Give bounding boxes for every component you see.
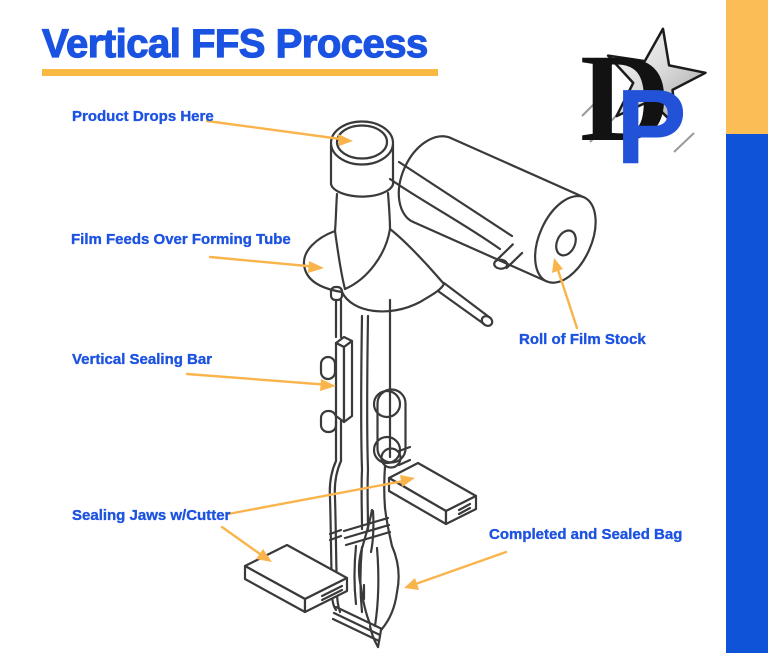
logo-slash (581, 89, 609, 117)
pull-belt-rollers (372, 388, 412, 510)
right-stripe-orange (726, 0, 768, 134)
logo-letter-d: D (580, 30, 670, 168)
label-vertical-sealing-bar: Vertical Sealing Bar (72, 351, 213, 368)
label-sealing-jaws-with-cutter: Sealing Jaws w/Cutter (72, 507, 231, 524)
arrow-jaw-right (226, 475, 415, 516)
forming-tube-opening (329, 120, 395, 233)
label-product-drops-here: Product Drops Here (72, 108, 214, 125)
vertical-sealing-bar (319, 335, 354, 434)
arrow-roll-of-film (552, 258, 579, 330)
arrow-film-feeds (208, 255, 324, 273)
right-stripe-blue (726, 134, 768, 653)
page-title: Vertical FFS Process (41, 21, 428, 66)
forming-shoulder (302, 227, 494, 327)
annotation-arrows (185, 119, 579, 590)
label-roll-of-film-stock: Roll of Film Stock (519, 331, 646, 348)
film-roll (397, 135, 597, 284)
arrow-vertical-bar (185, 372, 336, 391)
logo-slash (673, 132, 695, 153)
arrow-product-drops (205, 119, 353, 146)
arrow-jaw-left (220, 525, 272, 562)
star-icon (606, 27, 707, 128)
film-web (388, 160, 514, 251)
label-film-feeds-over-forming-tube: Film Feeds Over Forming Tube (71, 231, 291, 248)
logo-letter-p: P (616, 68, 687, 172)
tube-body (328, 285, 392, 614)
arrow-completed-bag (404, 550, 508, 590)
title-underline (42, 69, 438, 76)
sealing-jaw-right (387, 461, 478, 526)
sealing-jaw-left (243, 543, 349, 614)
dp-star-logo: D P (580, 27, 707, 172)
machine-drawing (243, 120, 597, 649)
label-completed-and-sealed-bag: Completed and Sealed Bag (489, 526, 683, 543)
seals-and-bag (328, 506, 400, 649)
